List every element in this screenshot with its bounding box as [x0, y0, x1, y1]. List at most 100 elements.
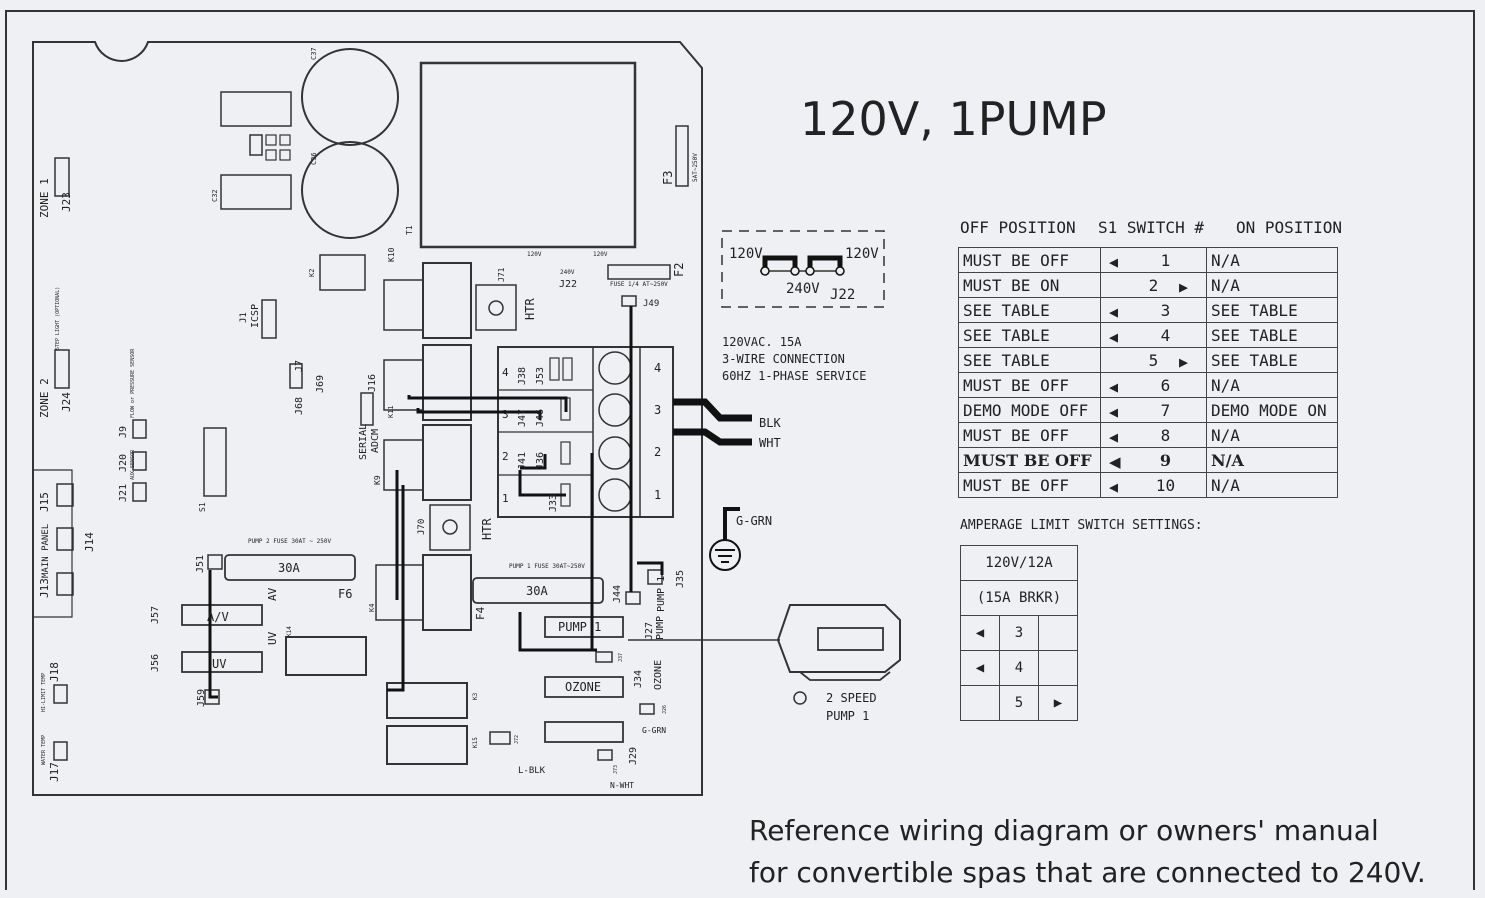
pump-label-1: 2 SPEED	[826, 691, 877, 705]
label-uv-side: UV	[266, 631, 279, 645]
outer-frame	[5, 10, 1475, 890]
s1-off-cell: MUST BE OFF	[958, 472, 1101, 498]
label-wht: WHT	[759, 436, 781, 450]
label-j37: J37	[618, 653, 624, 662]
label-f6: F6	[338, 587, 352, 601]
capacitor-c36	[301, 141, 399, 239]
label-adcm: ADCM	[370, 429, 381, 453]
label-j14: J14	[83, 532, 96, 552]
transformer-t1	[419, 61, 637, 249]
label-j38: J38	[517, 367, 528, 385]
label-k2: K2	[308, 269, 316, 277]
label-j23: J23	[60, 192, 73, 212]
label-j17: J17	[48, 762, 61, 782]
label-j35: J35	[675, 570, 686, 588]
relay-k10	[422, 262, 472, 339]
s1-on-cell: N/A	[1206, 422, 1338, 448]
s1-switch-cell: ◀7	[1100, 397, 1207, 423]
arrow-left-icon: ◀	[1109, 328, 1119, 346]
s1-switch-cell: ▶2	[1100, 272, 1207, 298]
label-j68: J68	[294, 397, 305, 415]
label-j1: J1	[239, 312, 249, 323]
relay-k9	[422, 424, 472, 501]
header-on-position: ON POSITION	[1236, 218, 1342, 237]
label-step-light: STEP LIGHT (OPTIONAL)	[55, 287, 61, 350]
s1-on-cell: N/A	[1206, 372, 1338, 398]
label-pump1-conn: PUMP 1	[558, 620, 601, 634]
label-c32: C32	[211, 189, 219, 202]
relay-k11	[422, 344, 472, 421]
fuse-f3	[675, 125, 689, 187]
label-term-2: 2	[654, 445, 661, 459]
arrow-right-icon: ▶	[1179, 353, 1189, 371]
component-block-2	[220, 174, 292, 210]
service-line-3: 60HZ 1-PHASE SERVICE	[722, 369, 867, 383]
label-j29: J29	[628, 747, 639, 765]
connector-ozone	[544, 676, 624, 698]
label-term-row4: 4	[502, 366, 509, 379]
connector-j37	[595, 651, 613, 663]
arrow-left-icon: ◀	[1109, 453, 1121, 471]
label-ozone-conn: OZONE	[565, 680, 601, 694]
label-fuse-p1-value: 30A	[526, 584, 548, 598]
label-lblk: L-BLK	[518, 766, 546, 776]
amperage-row: ◀4	[960, 650, 1078, 686]
s1-switch-number: 9	[1159, 451, 1172, 470]
amperage-label-1: 120V/12A	[960, 545, 1078, 581]
header-switch-number: S1 SWITCH #	[1098, 218, 1204, 237]
label-c37: C37	[310, 47, 318, 60]
connector-j21	[132, 482, 147, 502]
component-k2	[319, 254, 366, 291]
s1-switch-number: 7	[1160, 401, 1171, 420]
diode-5	[279, 149, 291, 161]
label-ozone-v: OZONE	[653, 660, 664, 690]
amp-right-cell: ▶	[1038, 685, 1078, 721]
label-nwht: N-WHT	[610, 781, 634, 790]
label-flow: FLOW or PRESSURE SENSOR	[130, 348, 136, 418]
label-j71: J71	[497, 267, 506, 282]
arrow-right-icon: ▶	[1179, 278, 1189, 296]
connector-j7	[289, 363, 303, 389]
label-j21: J21	[118, 484, 129, 502]
arrow-left-icon: ◀	[1109, 403, 1119, 421]
arrow-left-icon: ◀	[1109, 478, 1119, 496]
amp-right-cell	[1038, 650, 1078, 686]
label-k10: K10	[387, 247, 396, 262]
s1-switch-cell: ◀6	[1100, 372, 1207, 398]
connector-j59	[204, 689, 220, 705]
s1-on-cell: N/A	[1206, 272, 1338, 298]
label-j22-120b: 120V	[593, 251, 608, 258]
label-j41: J41	[517, 452, 528, 470]
amperage-heading: AMPERAGE LIMIT SWITCH SETTINGS:	[960, 518, 1203, 533]
label-j18: J18	[48, 662, 61, 682]
label-htr: HTR	[523, 298, 537, 320]
label-j69: J69	[315, 375, 326, 393]
connector-j44	[625, 591, 641, 605]
amp-right-cell	[1038, 615, 1078, 651]
relay-k11-tab	[383, 359, 424, 411]
label-k11: K11	[387, 405, 395, 418]
amp-left-cell: ◀	[960, 650, 1000, 686]
relay-k4-tab	[375, 564, 424, 621]
pump-icon	[776, 604, 901, 673]
s1-switch-number: 2	[1148, 276, 1159, 295]
arrow-right-icon: ▶	[1053, 695, 1063, 711]
connector-j24	[54, 349, 70, 389]
s1-on-cell: N/A	[1206, 447, 1338, 473]
label-watertemp: WATER TEMP	[41, 735, 47, 765]
label-c36: C36	[310, 152, 318, 165]
label-f4: F4	[474, 606, 487, 620]
heater-j70-hole	[442, 519, 458, 535]
connector-j15	[56, 483, 74, 507]
label-j46: J46	[535, 409, 546, 427]
label-jumper-name: J22	[830, 287, 855, 303]
label-j51: J51	[195, 555, 206, 573]
diode-2	[265, 134, 277, 146]
switch-s1	[203, 427, 227, 497]
s1-switch-cell: ◀1	[1100, 247, 1207, 273]
label-ggrn: G-GRN	[736, 514, 772, 528]
label-fuse-p2: PUMP 2 FUSE 30AT ~ 250V	[248, 538, 331, 545]
